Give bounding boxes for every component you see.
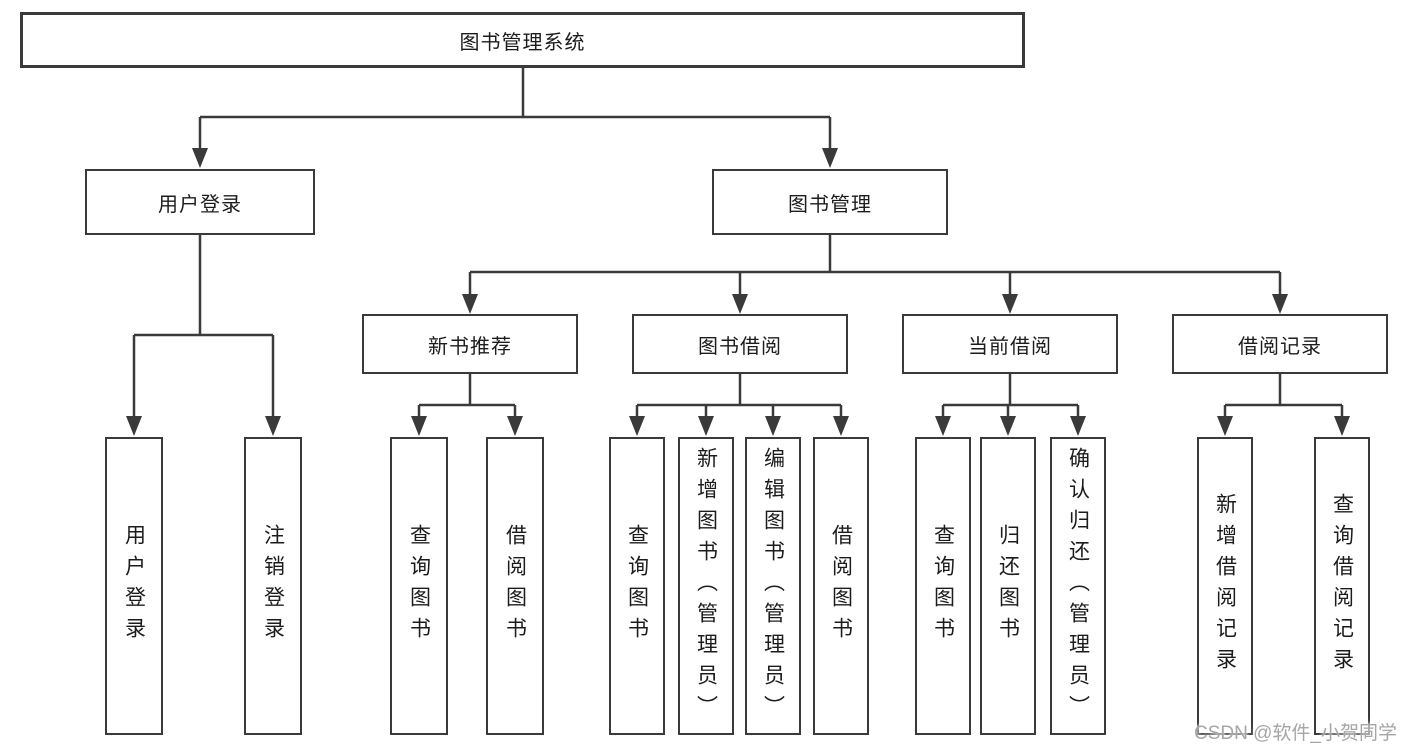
leaf-user-login: 用户登录 [105,437,163,735]
arrowhead-icon [411,416,427,436]
leaf-records-add-record: 新增借阅记录 [1197,437,1253,735]
leaf-current-return-books: 归还图书 [980,437,1036,735]
arrowhead-icon [462,294,478,314]
node-current-borrow: 当前借阅 [902,314,1118,374]
node-root: 图书管理系统 [20,12,1025,68]
node-new-book-recommend-label: 新书推荐 [428,335,512,358]
arrowhead-icon [698,416,714,436]
leaf-newbook-borrow-books-label: 借阅图书 [503,524,527,648]
leaf-logout: 注销登录 [244,437,302,735]
arrowhead-icon [126,416,142,436]
arrowhead-icon [732,294,748,314]
arrowhead-icon [192,148,208,168]
arrowhead-icon [507,416,523,436]
node-book-management-label: 图书管理 [788,193,872,216]
arrowhead-icon [629,416,645,436]
leaf-current-return-books-label: 归还图书 [996,524,1020,648]
leaf-newbook-borrow-books: 借阅图书 [486,437,544,735]
leaf-records-add-record-label: 新增借阅记录 [1213,493,1237,679]
leaf-newbook-query-books: 查询图书 [390,437,448,735]
leaf-borrow-add-books-admin-label: 新增图书（管理员） [694,446,718,726]
leaf-newbook-query-books-label: 查询图书 [407,524,431,648]
leaf-borrow-borrow-books-label: 借阅图书 [829,524,853,648]
arrowhead-icon [833,416,849,436]
leaf-borrow-edit-books-admin-label: 编辑图书（管理员） [761,446,785,726]
node-user-login: 用户登录 [85,169,315,235]
arrowhead-icon [1334,416,1350,436]
leaf-records-query-record-label: 查询借阅记录 [1330,493,1354,679]
arrowhead-icon [822,148,838,168]
arrowhead-icon [1272,294,1288,314]
leaf-user-login-label: 用户登录 [122,524,146,648]
arrowhead-icon [265,416,281,436]
leaf-borrow-query-books-label: 查询图书 [625,524,649,648]
leaf-borrow-query-books: 查询图书 [609,437,665,735]
arrowhead-layer [126,148,1350,436]
connector-lines [132,68,1344,420]
arrowhead-icon [935,416,951,436]
arrowhead-icon [1070,416,1086,436]
arrowhead-icon [1000,416,1016,436]
leaf-current-confirm-return-admin: 确认归还（管理员） [1050,437,1106,735]
leaf-borrow-add-books-admin: 新增图书（管理员） [678,437,734,735]
node-borrow-records-label: 借阅记录 [1238,335,1322,358]
leaf-current-query-books-label: 查询图书 [931,524,955,648]
node-borrow-records: 借阅记录 [1172,314,1388,374]
arrowhead-icon [1002,294,1018,314]
arrowhead-icon [765,416,781,436]
node-new-book-recommend: 新书推荐 [362,314,578,374]
leaf-borrow-edit-books-admin: 编辑图书（管理员） [745,437,801,735]
node-book-borrow-label: 图书借阅 [698,335,782,358]
leaf-current-query-books: 查询图书 [915,437,971,735]
leaf-records-query-record: 查询借阅记录 [1314,437,1370,735]
node-user-login-label: 用户登录 [158,193,242,216]
arrowhead-icon [1217,416,1233,436]
node-book-management: 图书管理 [712,169,948,235]
leaf-borrow-borrow-books: 借阅图书 [813,437,869,735]
watermark: CSDN @软件_小贺同学 [1194,723,1397,744]
leaf-logout-label: 注销登录 [261,524,285,648]
node-root-label: 图书管理系统 [459,31,586,54]
node-current-borrow-label: 当前借阅 [968,335,1052,358]
node-book-borrow: 图书借阅 [632,314,848,374]
leaf-current-confirm-return-admin-label: 确认归还（管理员） [1066,446,1090,726]
